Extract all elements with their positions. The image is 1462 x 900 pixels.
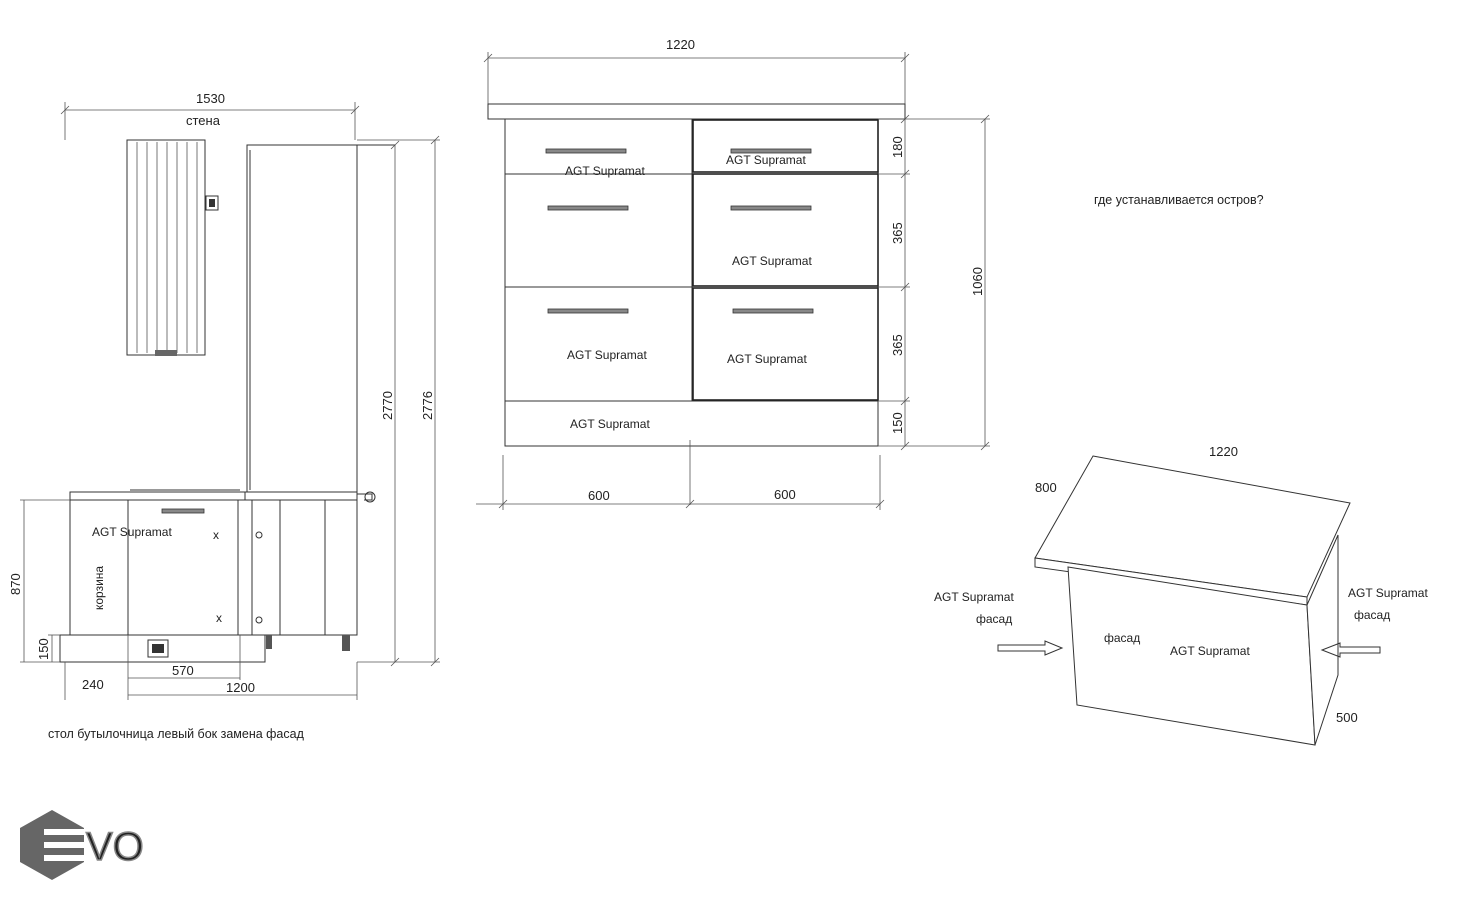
mark-x-bottom: x [216, 611, 222, 625]
island-question: где устанавливается остров? [1094, 193, 1264, 207]
left-countertop [69, 491, 246, 501]
basket-cabinet [69, 499, 129, 636]
island-dim-800: 800 [1035, 480, 1057, 495]
island-left-facade: фасад [976, 612, 1012, 626]
island-right-facade: фасад [1354, 608, 1390, 622]
island-front-material: AGT Supramat [1170, 644, 1250, 658]
basket-label: корзина [92, 566, 106, 610]
dim-2776: 2776 [420, 391, 435, 420]
island-3d-view: где устанавливается остров? 1220 800 500… [934, 193, 1428, 746]
dim-240: 240 [82, 677, 104, 692]
logo-text: VO [86, 825, 144, 869]
dim-150-front: 150 [890, 412, 905, 434]
hood-panel [126, 139, 206, 356]
dim-1060: 1060 [970, 267, 985, 296]
dim-1530: 1530 [196, 91, 225, 106]
front-label-5: AGT Supramat [727, 352, 807, 366]
wall-label: стена [186, 113, 221, 128]
dim-870: 870 [8, 573, 23, 595]
drawer-mid-right [692, 173, 879, 287]
island-front-facade: фасад [1104, 631, 1140, 645]
dim-600-left: 600 [588, 488, 610, 503]
arrow-right-icon [997, 640, 1064, 656]
evo-logo: VO [20, 810, 145, 880]
left-caption: стол бутылочница левый бок замена фасад [48, 727, 305, 741]
right-countertop [244, 491, 358, 501]
island-left-material: AGT Supramat [934, 590, 1014, 604]
dim-570: 570 [172, 663, 194, 678]
front-label-4: AGT Supramat [567, 348, 647, 362]
dim-600-right: 600 [774, 487, 796, 502]
island-dim-500: 500 [1336, 710, 1358, 725]
sink-cabinet [279, 499, 358, 636]
front-label-1: AGT Supramat [565, 164, 645, 178]
side-door [251, 499, 281, 636]
island-right-side [1306, 534, 1339, 746]
front-label-2: AGT Supramat [726, 153, 806, 167]
drawer-low-right [692, 287, 879, 401]
dim-365-a: 365 [890, 222, 905, 244]
dim-150-left: 150 [36, 638, 51, 660]
dim-365-b: 365 [890, 334, 905, 356]
front-label-6: AGT Supramat [570, 417, 650, 431]
base-door [127, 499, 239, 636]
front-dim-1220: 1220 [666, 37, 695, 52]
mark-x-top: x [213, 528, 219, 542]
hood-bottom [155, 350, 177, 356]
front-view: 1220 AGT Supramat AGT Supramat AGT Supra… [476, 37, 990, 510]
front-countertop [487, 103, 906, 120]
island-right-material: AGT Supramat [1348, 586, 1428, 600]
front-label-3: AGT Supramat [732, 254, 812, 268]
island-dim-1220: 1220 [1209, 444, 1238, 459]
dim-2770: 2770 [380, 391, 395, 420]
tall-cabinet [246, 144, 358, 494]
arrow-left-icon [1320, 642, 1381, 658]
left-side-view: 1530 стена 2770 2776 [8, 91, 440, 741]
left-facade-label: AGT Supramat [92, 525, 172, 539]
dim-1200: 1200 [226, 680, 255, 695]
drawer-top-right [692, 119, 879, 173]
dim-180: 180 [890, 136, 905, 158]
